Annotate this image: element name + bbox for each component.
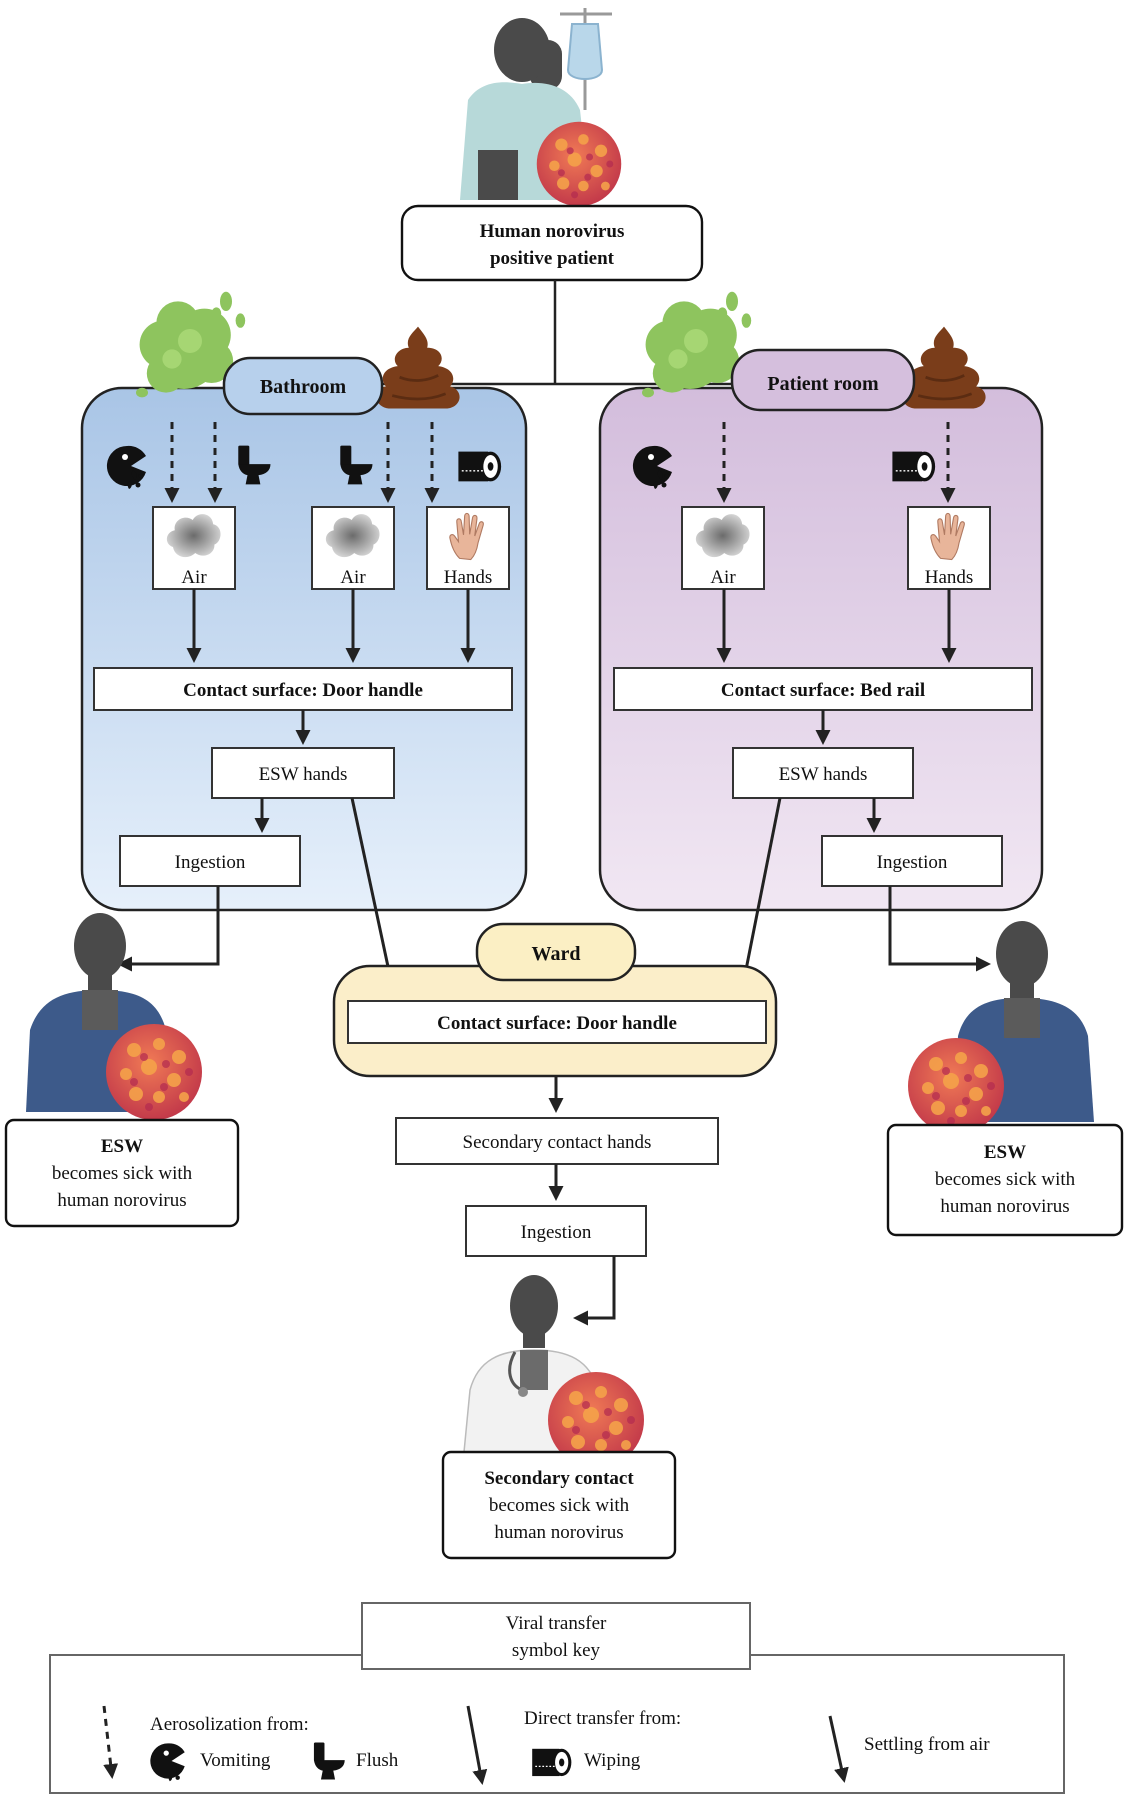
patient-room-esw-hands — [732, 747, 914, 799]
patient-room-contact-surface — [613, 667, 1033, 711]
bathroom-air-node-1: Air — [152, 506, 236, 590]
svg-text:ESW hands: ESW hands — [779, 764, 868, 785]
esw-right-outcome-box — [886, 1123, 1124, 1237]
norovirus-icon — [106, 1024, 202, 1120]
bathroom-to-ward-arrow — [350, 797, 398, 993]
svg-text:Ingestion: Ingestion — [175, 852, 246, 873]
bathroom-ingestion — [119, 835, 301, 887]
patient-box — [400, 204, 704, 282]
svg-text:becomes sick with: becomes sick with — [489, 1495, 630, 1516]
key-solid-arrow — [466, 1705, 488, 1785]
esw-left-outcome-box — [4, 1118, 240, 1228]
svg-text:Contact surface: Door handle: Contact surface: Door handle — [437, 1013, 677, 1034]
patient-room-panel — [598, 386, 1044, 912]
svg-text:ESW hands: ESW hands — [259, 764, 348, 785]
svg-text:Aerosolization from:: Aerosolization from: — [150, 1714, 309, 1735]
svg-text:becomes sick with: becomes sick with — [935, 1169, 1076, 1190]
bathroom-label: Bathroom — [260, 376, 347, 398]
svg-text:Secondary contact hands: Secondary contact hands — [463, 1132, 652, 1153]
patient-line1: Human norovirus — [480, 221, 625, 242]
secondary-outcome-box — [441, 1450, 677, 1560]
esw-left-figure — [26, 913, 202, 1120]
svg-text:Air: Air — [710, 567, 736, 588]
patient-room-label-pill — [730, 348, 916, 412]
svg-text:Ingestion: Ingestion — [877, 852, 948, 873]
symbol-key-title-line1: Viral transfer — [506, 1613, 607, 1634]
svg-text:Air: Air — [181, 567, 207, 588]
secondary-contact-hands — [395, 1117, 719, 1165]
room-to-ward-arrow — [736, 797, 782, 993]
bathroom-hands-node: Hands — [426, 506, 510, 590]
patient-room-ingestion — [821, 835, 1003, 887]
key-toilet-paper-icon — [531, 1748, 573, 1777]
poop-icon — [900, 325, 988, 410]
svg-text:Hands: Hands — [444, 567, 493, 588]
symbol-key-title-line2: symbol key — [512, 1640, 601, 1661]
svg-text:Ingestion: Ingestion — [521, 1222, 592, 1243]
svg-text:Air: Air — [340, 567, 366, 588]
poop-icon — [374, 325, 462, 410]
ward-label-pill — [475, 922, 637, 982]
svg-text:Contact surface: Door handle: Contact surface: Door handle — [183, 680, 423, 701]
bathroom-contact-surface — [93, 667, 513, 711]
ward-to-secondary-arrow — [573, 1256, 616, 1326]
svg-text:Vomiting: Vomiting — [200, 1750, 271, 1771]
svg-text:Direct transfer from:: Direct transfer from: — [524, 1708, 681, 1729]
patient-room-label: Patient room — [767, 373, 879, 395]
iv-bag-icon — [566, 23, 604, 80]
bathroom-to-esw-arrow — [117, 886, 220, 972]
svg-text:Contact surface: Bed rail: Contact surface: Bed rail — [721, 680, 925, 701]
esw-right-figure — [908, 921, 1094, 1134]
secondary-contact-figure — [463, 1275, 644, 1468]
norovirus-icon — [536, 121, 622, 207]
symbol-key-title-box — [361, 1602, 751, 1670]
svg-text:human norovirus: human norovirus — [57, 1190, 186, 1211]
svg-text:human norovirus: human norovirus — [494, 1522, 623, 1543]
svg-text:Hands: Hands — [925, 567, 974, 588]
bathroom-esw-hands — [211, 747, 395, 799]
svg-text:Secondary contact: Secondary contact — [484, 1468, 634, 1489]
patient-figure — [460, 8, 622, 207]
norovirus-icon — [908, 1038, 1004, 1134]
ward-label: Ward — [532, 943, 581, 965]
svg-text:Settling from air: Settling from air — [864, 1734, 990, 1755]
bathroom-air-node-2: Air — [311, 506, 395, 590]
toilet-paper-icon — [891, 450, 936, 483]
svg-text:human norovirus: human norovirus — [940, 1196, 1069, 1217]
patient-line2: positive patient — [490, 248, 615, 269]
patient-room-air-node: Air — [681, 506, 765, 590]
patient-room-hands-node: Hands — [907, 506, 991, 590]
svg-text:ESW: ESW — [984, 1142, 1026, 1163]
toilet-paper-icon — [457, 450, 502, 483]
svg-text:Flush: Flush — [356, 1750, 399, 1771]
svg-text:Wiping: Wiping — [584, 1750, 641, 1771]
ward-contact-surface — [347, 1000, 767, 1044]
stethoscope-icon — [508, 1351, 523, 1392]
svg-text:ESW: ESW — [101, 1136, 143, 1157]
ward-ingestion — [465, 1205, 647, 1257]
bathroom-label-pill — [222, 356, 384, 416]
key-settling-arrow — [828, 1715, 849, 1783]
room-to-esw-arrow — [888, 886, 991, 972]
key-dashed-arrow — [102, 1705, 119, 1779]
svg-text:becomes sick with: becomes sick with — [52, 1163, 193, 1184]
